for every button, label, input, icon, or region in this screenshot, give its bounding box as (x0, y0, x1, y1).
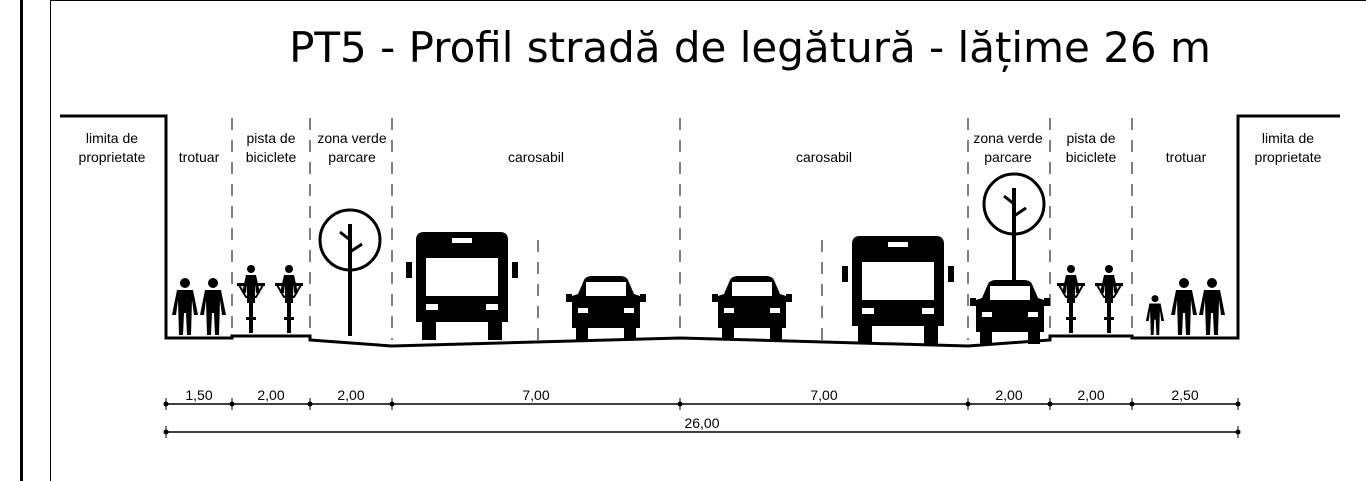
dimension-ticks (163, 398, 1241, 438)
green-zone-left-line2: parcare (328, 149, 376, 165)
car-icon (712, 276, 792, 340)
property-limit-left-line1: limita de (86, 130, 138, 146)
cyclist-icon (1094, 264, 1124, 334)
dimension-bike-right: 2,00 (1077, 387, 1104, 403)
carriageway-left-label: carosabil (508, 149, 564, 165)
cyclist-icon (236, 264, 266, 334)
sidewalk-right-label: trotuar (1166, 149, 1207, 165)
green-zone-right-line1: zona verde (973, 130, 1042, 146)
diagram-title: PT5 - Profil stradă de legătură - lățime… (289, 23, 1211, 72)
dimension-total: 26,00 (684, 415, 719, 431)
carriageway-right-label: carosabil (796, 149, 852, 165)
frame-border-left (50, 0, 51, 481)
cyclist-icon (1056, 264, 1086, 334)
pedestrian-icon (1145, 295, 1165, 335)
zone-dividers (231, 118, 1133, 340)
bike-lane-left-line2: biciclete (246, 149, 297, 165)
page-border-left (20, 0, 23, 481)
dimension-lines (166, 403, 1238, 433)
dimension-green-right: 2,00 (995, 387, 1022, 403)
bike-lane-right-line2: biciclete (1066, 149, 1117, 165)
pedestrian-icon (172, 278, 198, 335)
pedestrian-icon (1171, 278, 1197, 335)
dimension-sidewalk-right: 2,50 (1171, 387, 1198, 403)
dimension-bike-left: 2,00 (257, 387, 284, 403)
car-icon (970, 280, 1050, 344)
pedestrian-icon (1199, 278, 1225, 335)
bus-icon (406, 232, 518, 340)
dimension-sidewalk-left: 1,50 (185, 387, 212, 403)
car-icon (566, 276, 646, 340)
bike-lane-right-line1: pista de (1066, 130, 1115, 146)
dimension-carriageway-right: 7,00 (810, 387, 837, 403)
tree-icon (318, 208, 382, 338)
ground-profile-line (60, 114, 1340, 348)
bike-lane-left-line1: pista de (246, 130, 295, 146)
green-zone-right-line2: parcare (984, 149, 1032, 165)
property-limit-right-line1: limita de (1262, 130, 1314, 146)
property-limit-right-line2: proprietate (1255, 149, 1322, 165)
property-limit-left-line2: proprietate (79, 149, 146, 165)
pedestrian-icon (200, 278, 226, 335)
bus-icon (842, 236, 954, 344)
cyclist-icon (274, 264, 304, 334)
green-zone-left-line1: zona verde (317, 130, 386, 146)
dimension-carriageway-left: 7,00 (522, 387, 549, 403)
page-border-top (50, 0, 1366, 1)
dimension-green-left: 2,00 (337, 387, 364, 403)
sidewalk-left-label: trotuar (179, 149, 220, 165)
